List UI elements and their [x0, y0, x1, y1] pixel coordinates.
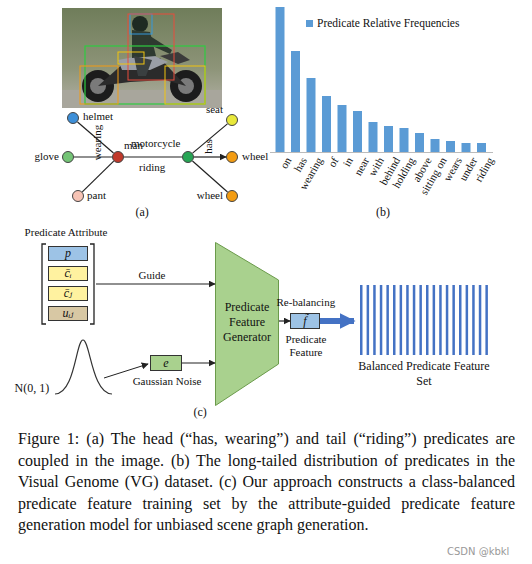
caption: Figure 1: (a) The head (“has, wearing”) …: [18, 428, 515, 536]
node-text: seat: [206, 103, 223, 116]
edge-label: wearing: [91, 124, 104, 159]
feature-box: f̃Predicate Feature: [290, 313, 320, 329]
node-text: Balanced Predicate Feature Set: [356, 359, 492, 389]
graph-node: motorcycle: [182, 151, 194, 163]
connector: [124, 156, 182, 157]
node-text: helmet: [83, 110, 113, 123]
feature-box: c̄ⱼ: [48, 286, 88, 301]
generator-trapezoid: Predicate Feature Generator: [215, 242, 279, 406]
node-text: c̄ᵢ: [49, 267, 87, 280]
node-text: Predicate Feature: [279, 333, 333, 359]
node-text: Predicate Attribute: [6, 226, 126, 239]
feature-set: Balanced Predicate Feature Set: [356, 283, 492, 393]
node-text: wheel: [242, 150, 268, 163]
panel-label: (b): [376, 206, 390, 219]
connector: [182, 362, 215, 363]
graph-node: man: [112, 151, 124, 163]
graph-node: wheel: [226, 190, 238, 202]
bar-chart: [270, 7, 493, 153]
feature-box: p: [48, 246, 88, 261]
graph-node: seat: [226, 114, 238, 126]
node-text: f̃: [291, 314, 319, 328]
graph-node: wheel: [226, 151, 238, 163]
attribute-group: Predicate Attributepc̄ᵢc̄ⱼuᵢⱼ: [20, 226, 112, 326]
feature-box: uᵢⱼ: [48, 306, 88, 321]
rebalancing-arrow: [320, 318, 354, 324]
graph-node: helmet: [67, 112, 79, 124]
connector: [279, 320, 290, 321]
node-text: p: [49, 247, 87, 260]
panel-label: (c): [194, 406, 207, 419]
node-text: glove: [35, 150, 59, 163]
connector: [82, 161, 113, 192]
connector: [194, 156, 226, 157]
edge-label: Re-balancing: [277, 296, 336, 309]
connector: [96, 283, 215, 284]
panel-label: N(0, 1): [15, 382, 50, 395]
node-text: Predicate Feature Generator: [219, 300, 275, 345]
connector: [192, 161, 227, 192]
node-text: motorcycle: [131, 137, 180, 150]
watermark: CSDN @kbkl: [447, 545, 509, 558]
edge-label: riding: [139, 161, 165, 174]
node-text: c̄ⱼ: [49, 287, 87, 300]
node-text: e: [151, 356, 181, 370]
edge-label: Guide: [139, 269, 166, 282]
feature-box: eGaussian Noise: [150, 355, 182, 371]
edge-label: has: [201, 139, 214, 154]
axis-label: of: [325, 155, 341, 169]
axis-label: on: [278, 155, 295, 171]
connector: [193, 124, 228, 153]
node-text: uᵢⱼ: [49, 307, 87, 320]
graph-node: glove: [62, 151, 74, 163]
feature-box: c̄ᵢ: [48, 266, 88, 281]
node-text: wheel: [197, 189, 223, 202]
legend-swatch: [306, 20, 313, 27]
photo: [62, 8, 222, 108]
bracket-line: [42, 244, 46, 324]
node-text: Gaussian Noise: [129, 375, 205, 388]
node-text: pant: [87, 189, 106, 202]
graph-node: pant: [72, 190, 84, 202]
bracket-line: [90, 244, 94, 324]
legend-text: Predicate Relative Frequencies: [317, 17, 459, 30]
balanced-bars: [360, 285, 488, 355]
panel-label: (a): [136, 206, 149, 219]
trapezoid-shape: [216, 243, 279, 406]
